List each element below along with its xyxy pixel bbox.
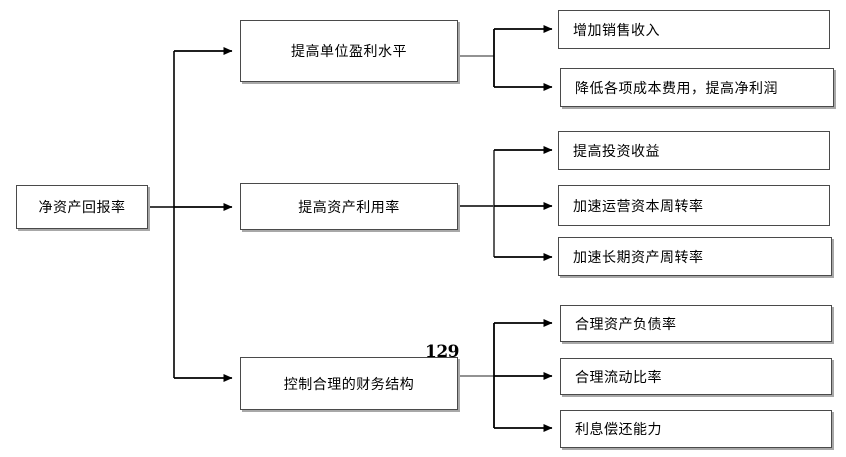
node-leaf-investment-return-label: 提高投资收益 — [573, 143, 660, 160]
connector-branch-profitability — [458, 25, 553, 91]
node-leaf-long-term-asset-turnover-label: 加速长期资产周转率 — [573, 249, 704, 266]
node-leaf-cost-reduction-label: 降低各项成本费用，提高净利润 — [575, 80, 778, 97]
node-leaf-interest-coverage-label: 利息偿还能力 — [575, 422, 662, 438]
connector-root-trunk — [148, 47, 233, 382]
node-leaf-current-ratio-label: 合理流动比率 — [575, 369, 662, 386]
node-root-roe[interactable]: 净资产回报率 — [16, 185, 148, 229]
node-branch-profitability-label: 提高单位盈利水平 — [291, 44, 407, 60]
node-leaf-current-ratio[interactable]: 合理流动比率 — [560, 358, 832, 395]
node-leaf-debt-ratio[interactable]: 合理资产负债率 — [560, 305, 832, 342]
node-branch-financial-structure[interactable]: 控制合理的财务结构 — [240, 357, 458, 410]
node-leaf-cost-reduction[interactable]: 降低各项成本费用，提高净利润 — [560, 68, 834, 107]
node-leaf-working-capital-turnover-label: 加速运营资本周转率 — [573, 198, 704, 215]
node-leaf-sales-revenue[interactable]: 增加销售收入 — [558, 10, 830, 49]
node-root-roe-label: 净资产回报率 — [38, 200, 126, 216]
node-leaf-long-term-asset-turnover[interactable]: 加速长期资产周转率 — [558, 237, 832, 276]
node-branch-asset-utilization[interactable]: 提高资产利用率 — [240, 183, 458, 230]
node-leaf-working-capital-turnover[interactable]: 加速运营资本周转率 — [558, 185, 830, 226]
node-branch-asset-utilization-label: 提高资产利用率 — [298, 199, 400, 216]
node-leaf-sales-revenue-label: 增加销售收入 — [573, 22, 660, 39]
page-number: 129 — [425, 342, 460, 362]
connector-branch-asset-utilization — [458, 146, 553, 261]
connector-branch-financial-structure — [458, 319, 553, 432]
node-leaf-interest-coverage[interactable]: 利息偿还能力 — [560, 410, 832, 448]
node-leaf-investment-return[interactable]: 提高投资收益 — [558, 131, 830, 170]
node-branch-financial-structure-label: 控制合理的财务结构 — [283, 376, 415, 393]
node-leaf-debt-ratio-label: 合理资产负债率 — [575, 316, 677, 333]
node-branch-profitability[interactable]: 提高单位盈利水平 — [240, 20, 458, 82]
